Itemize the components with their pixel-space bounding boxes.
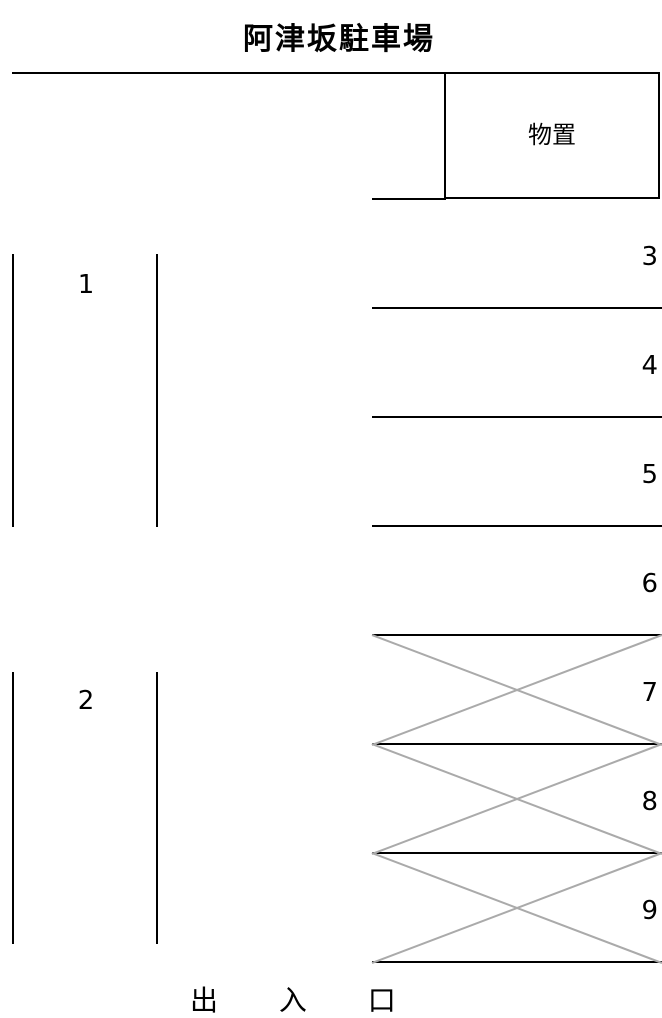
slot-8-cross-mark — [371, 743, 662, 855]
storage-label: 物置 — [528, 121, 576, 149]
area-1-right-line — [156, 254, 158, 527]
slot-number-5: 5 — [641, 460, 658, 490]
slot-number-7: 7 — [641, 678, 658, 708]
storage-shed: 物置 — [444, 72, 660, 199]
slot-number-4: 4 — [641, 351, 658, 381]
slot-divider-9-bottom — [372, 961, 662, 963]
storage-base-line — [372, 198, 446, 200]
slot-divider-6-7 — [372, 634, 662, 636]
area-1-left-line — [12, 254, 14, 527]
slot-number-6: 6 — [641, 569, 658, 599]
slot-number-3: 3 — [641, 242, 658, 272]
slot-9-cross-mark — [371, 852, 662, 964]
area-2-left-line — [12, 672, 14, 944]
slot-7-cross-mark — [371, 634, 662, 746]
slot-number-8: 8 — [641, 787, 658, 817]
entrance-exit-label: 出 入 口 — [190, 984, 422, 1017]
slot-divider-4-5 — [372, 416, 662, 418]
slot-divider-7-8 — [372, 743, 662, 745]
slot-divider-8-9 — [372, 852, 662, 854]
area-number-2: 2 — [77, 686, 95, 716]
page-title: 阿津坂駐車場 — [243, 22, 435, 57]
area-2-right-line — [156, 672, 158, 944]
top-boundary-line — [12, 72, 446, 74]
slot-divider-3-4 — [372, 307, 662, 309]
slot-divider-5-6 — [372, 525, 662, 527]
area-number-1: 1 — [77, 270, 95, 300]
cross-line-b — [371, 743, 662, 855]
slot-number-9: 9 — [641, 896, 658, 926]
cross-line-b — [371, 852, 662, 964]
cross-line-b — [371, 634, 662, 746]
